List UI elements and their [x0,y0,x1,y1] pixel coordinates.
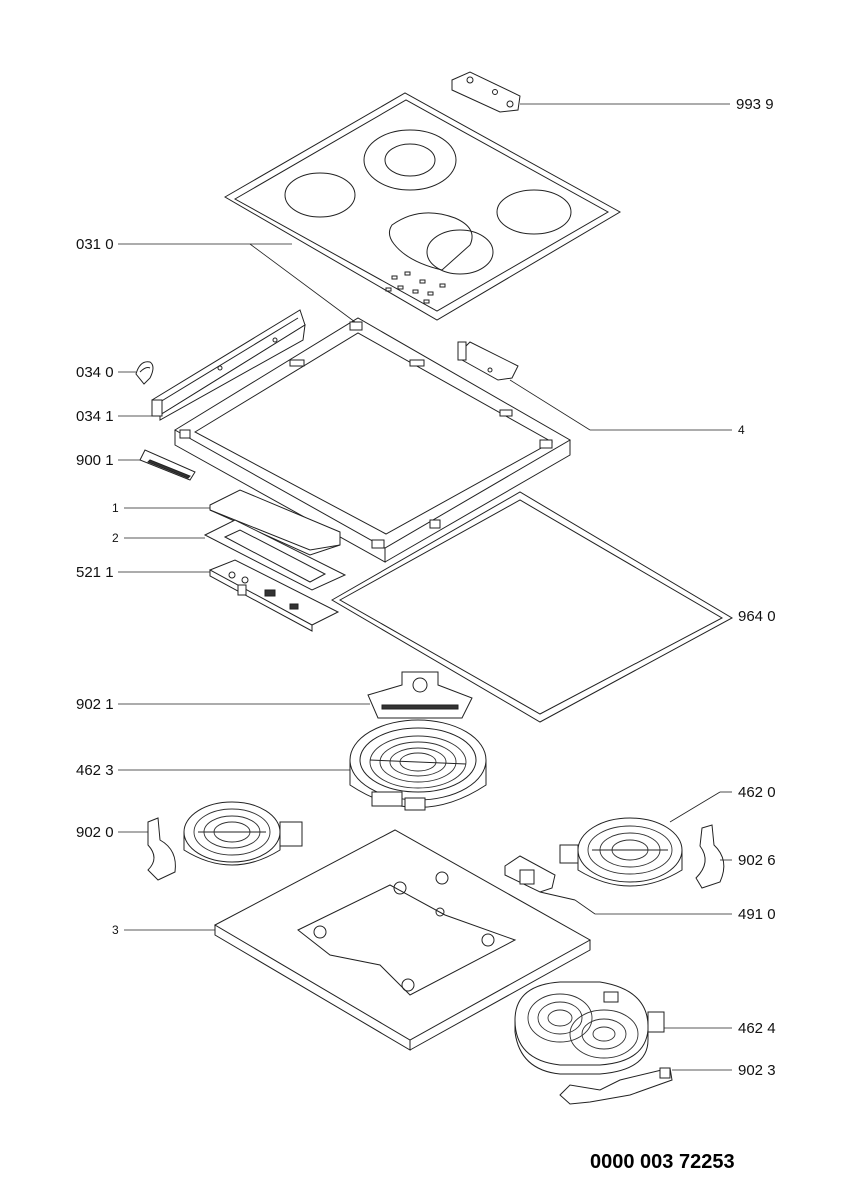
label-902-3: 902 3 [738,1062,776,1079]
label-902-1: 902 1 [76,696,114,713]
label-462-0: 462 0 [738,784,776,801]
frame-part [174,317,571,563]
label-902-6: 902 6 [738,852,776,869]
label-2: 2 [112,531,119,545]
heater-left-part [183,801,303,866]
document-number: 0000 003 72253 [590,1151,735,1173]
front-rail-part [151,309,306,421]
touch-control-pads [385,271,446,304]
limiter-491-0-part [504,855,576,901]
label-964-0: 964 0 [738,608,776,625]
label-031-0: 031 0 [76,236,114,253]
leader-lines [118,103,732,1071]
label-462-4: 462 4 [738,1020,776,1037]
strip-part [139,449,196,481]
label-902-0: 902 0 [76,824,114,841]
label-4: 4 [738,423,745,437]
label-034-1: 034 1 [76,408,114,425]
heater-462-0-part [559,817,683,887]
right-bracket-part [457,341,519,381]
label-900-1: 900 1 [76,452,114,469]
label-034-0: 034 0 [76,364,114,381]
bracket-902-1-part [367,671,473,719]
label-993-9: 993 9 [736,96,774,113]
label-1: 1 [112,501,119,515]
insulation-part-2 [203,519,347,591]
seal-part [331,491,734,723]
bracket-902-3-part [559,1067,673,1105]
clip-part [135,361,154,385]
bracket-902-6-part [695,824,725,889]
glass-cooktop-part [224,92,622,321]
label-491-0: 491 0 [738,906,776,923]
label-3: 3 [112,923,119,937]
label-521-1: 521 1 [76,564,114,581]
heater-462-4-part [514,981,665,1075]
heater-462-3-part [349,719,487,811]
callout-labels: 993 9 031 0 034 0 034 1 900 1 1 2 521 1 … [76,96,776,1079]
bracket-902-0-part [147,817,176,881]
label-462-3: 462 3 [76,762,114,779]
control-board-part [208,559,340,632]
glass-bracket-part [451,71,521,113]
